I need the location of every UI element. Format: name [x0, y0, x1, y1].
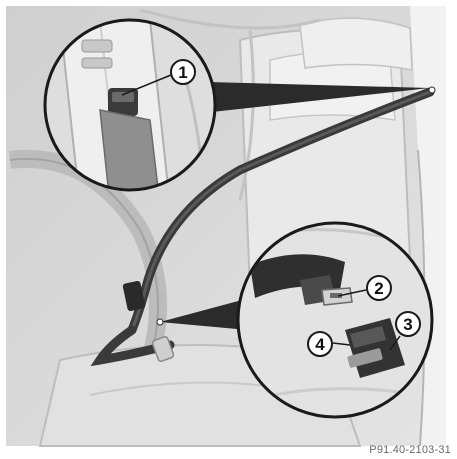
callout-4: 4 — [308, 332, 332, 356]
callout-2-label: 2 — [374, 279, 383, 298]
figure-reference-code: P91.40-2103-31 — [369, 444, 451, 456]
callout-2: 2 — [367, 276, 391, 300]
callout-3: 3 — [396, 312, 420, 336]
callout-1: 1 — [171, 60, 195, 84]
callout-4-label: 4 — [315, 335, 325, 354]
callout-3-label: 3 — [403, 315, 412, 334]
callout-1-label: 1 — [178, 63, 187, 82]
